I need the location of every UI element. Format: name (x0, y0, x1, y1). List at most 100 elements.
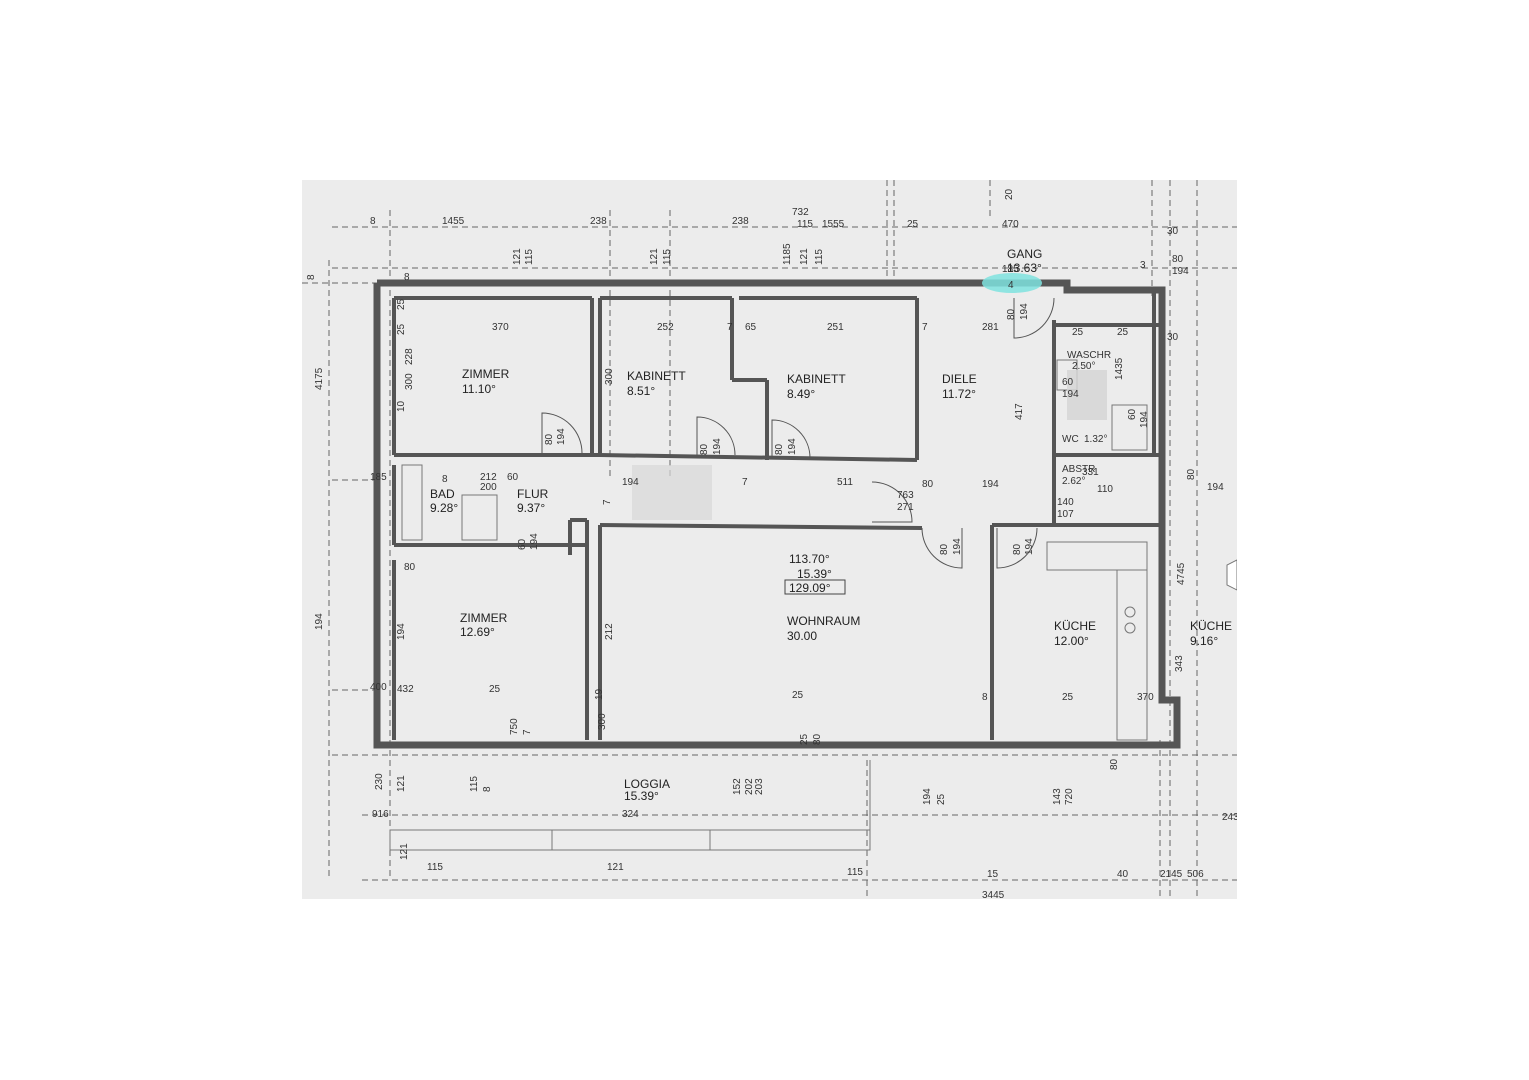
area-totals: 113.70° 15.39° 129.09° (784, 552, 846, 595)
dimension-label: 506 (1187, 869, 1204, 880)
dimension-label: 110 (1097, 484, 1113, 495)
dimension-label: 194 (1172, 266, 1189, 277)
dimension-label: 8 (404, 272, 410, 283)
dimension-label: 60 (1127, 408, 1138, 420)
dimension-label: 25 (1062, 692, 1074, 703)
dimension-label: 194 (712, 438, 723, 455)
dimension-label: 143 (1052, 788, 1063, 805)
fixtures (401, 359, 1237, 741)
dimension-label: 121 (799, 248, 810, 265)
dimension-label: 80 (922, 479, 934, 490)
dimension-label: 115 (847, 867, 863, 878)
dimension-label: 194 (982, 479, 999, 490)
room-labels: ZIMMER 11.10° KABINETT 8.51° KABINETT 8.… (430, 247, 1232, 803)
total-net-area: 113.70° (789, 552, 830, 566)
room-name: WASCHR (1067, 350, 1111, 361)
dimension-label: 25 (907, 219, 919, 230)
dimension-label: 324 (622, 809, 639, 820)
dimension-label: 3 (1140, 260, 1146, 271)
dimension-label: 185 (1002, 264, 1019, 275)
dimension-label: 115 (469, 776, 480, 792)
dimension-label: 300 (604, 368, 615, 385)
dimension-label: 8 (442, 474, 448, 485)
dimension-label: 80 (1006, 308, 1017, 320)
dimension-label: 763 (897, 490, 914, 501)
dimension-label: 25 (936, 793, 947, 805)
dimension-label: 80 (774, 443, 785, 455)
dimension-label: 25 (799, 733, 810, 745)
dimension-label: 432 (397, 684, 414, 695)
room-name: ZIMMER (462, 367, 510, 381)
total-loggia-area: 15.39° (797, 567, 832, 581)
dimension-label: 252 (657, 322, 674, 333)
dimension-label: 121 (607, 862, 624, 873)
room-name: LOGGIA (624, 777, 670, 791)
dimension-label: 152 (732, 778, 743, 795)
room-name: KÜCHE (1190, 619, 1232, 633)
unit-marker-label: 4 (1008, 280, 1014, 291)
dimension-label: 30 (1167, 332, 1179, 343)
dimension-label: 194 (556, 428, 567, 445)
dimension-label: 60 (517, 538, 528, 550)
floor-plan: 4 ZIMMER 11.10° KABINETT 8.51° KABINETT … (302, 180, 1237, 899)
dimension-label: 8 (306, 274, 317, 280)
dimension-label: 30 (1167, 226, 1179, 237)
dimension-label: 10 (396, 400, 407, 412)
room-name: GANG (1007, 247, 1042, 261)
dimension-label: 121 (399, 843, 410, 860)
room-area: 30.00 (787, 629, 817, 643)
dimension-label: 370 (492, 322, 509, 333)
dimension-label: 115 (814, 249, 825, 265)
dimension-label: 202 (744, 778, 755, 795)
dimension-label: 4745 (1176, 562, 1187, 585)
room-area: 11.10° (462, 382, 496, 396)
dimension-label: 140 (1057, 497, 1074, 508)
dimension-label: 8 (370, 216, 376, 227)
room-name: ZIMMER (460, 611, 508, 625)
dimension-label: 271 (897, 502, 914, 513)
dimension-label: 238 (732, 216, 749, 227)
dimension-label: 115 (662, 249, 673, 265)
room-name: BAD (430, 487, 455, 501)
dimension-label: 25 (1072, 327, 1084, 338)
dimension-label: 25 (489, 684, 501, 695)
dimension-label: 115 (797, 219, 813, 230)
dimension-label: 281 (982, 322, 999, 333)
room-area: 9.16° (1190, 634, 1218, 648)
dimension-label: 7 (727, 322, 733, 333)
dimension-label: 370 (1137, 692, 1154, 703)
dimension-label: 185 (370, 472, 387, 483)
dimension-label: 80 (812, 733, 823, 745)
dimension-label: 7 (922, 322, 928, 333)
room-name: KABINETT (787, 372, 846, 386)
dimension-label: 121 (512, 248, 523, 265)
dimension-label: 194 (922, 788, 933, 805)
room-area: 15.39° (624, 789, 659, 803)
room-name: DIELE (942, 372, 977, 386)
dimension-label: 3445 (982, 890, 1005, 899)
dimension-label: 80 (404, 562, 416, 573)
room-area: 11.72° (942, 387, 976, 401)
total-gross-area: 129.09° (789, 581, 831, 595)
dimension-label: 107 (1057, 509, 1074, 520)
dimension-label: 238 (590, 216, 607, 227)
floor-plan-drawing: 4 ZIMMER 11.10° KABINETT 8.51° KABINETT … (302, 180, 1237, 899)
dimension-label: 80 (544, 433, 555, 445)
dimension-label: 194 (1207, 482, 1224, 493)
dimension-label: 194 (1139, 411, 1150, 428)
dimension-label: 400 (370, 682, 387, 693)
room-area: 12.69° (460, 625, 495, 639)
dimension-label: 80 (1172, 254, 1184, 265)
dimension-label: 343 (1174, 655, 1185, 672)
dimension-label: 8 (482, 786, 493, 792)
dimension-label: 300 (404, 373, 415, 390)
room-area: 2.50° (1072, 361, 1095, 372)
dimension-label: 417 (1014, 403, 1025, 420)
dimension-label: 194 (622, 477, 639, 488)
dimension-label: 25 (396, 298, 407, 310)
dimension-label: 194 (529, 533, 540, 550)
dimension-label: 4175 (314, 367, 325, 390)
loggia-railing (389, 760, 871, 851)
dimension-label: 65 (745, 322, 757, 333)
dimension-label: 25 (396, 323, 407, 335)
